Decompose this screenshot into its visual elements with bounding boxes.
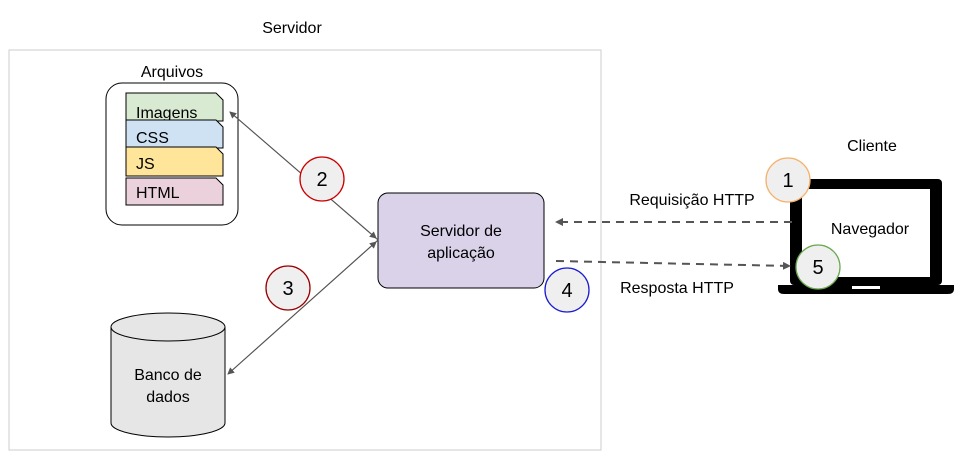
application-server-label-line1: Servidor de — [420, 223, 502, 240]
database-cylinder — [110, 312, 226, 438]
step-1-badge: 1 — [765, 157, 811, 203]
client-title: Cliente — [847, 138, 897, 155]
application-server-label-line2: aplicação — [427, 245, 495, 262]
arrow-database-to-app — [227, 241, 377, 375]
step-number: 5 — [812, 257, 823, 279]
file-label: Imagens — [136, 105, 197, 122]
step-number: 4 — [561, 280, 572, 302]
server-title: Servidor — [262, 20, 322, 37]
browser-label: Navegador — [831, 221, 910, 238]
request-label: Requisição HTTP — [629, 192, 754, 209]
step-number: 1 — [782, 170, 793, 192]
step-number: 3 — [282, 278, 293, 300]
application-server-box — [377, 192, 545, 289]
step-4-badge: 4 — [544, 267, 590, 313]
response-arrow — [555, 260, 791, 270]
file-js: JS — [125, 146, 224, 177]
step-2-badge: 2 — [299, 156, 345, 202]
response-label: Resposta HTTP — [620, 280, 734, 297]
file-label: CSS — [136, 130, 169, 147]
files-title: Arquivos — [141, 64, 203, 81]
file-label: JS — [136, 156, 155, 173]
step-5-badge: 5 — [795, 244, 841, 290]
database-label-line1: Banco de — [134, 367, 202, 384]
file-imagens: Imagens — [125, 92, 224, 122]
step-3-badge: 3 — [265, 265, 311, 311]
step-number: 2 — [316, 169, 327, 191]
file-label: HTML — [136, 185, 180, 202]
file-html: HTML — [125, 177, 224, 206]
file-css: CSS — [125, 119, 224, 149]
database-label-line2: dados — [146, 389, 190, 406]
